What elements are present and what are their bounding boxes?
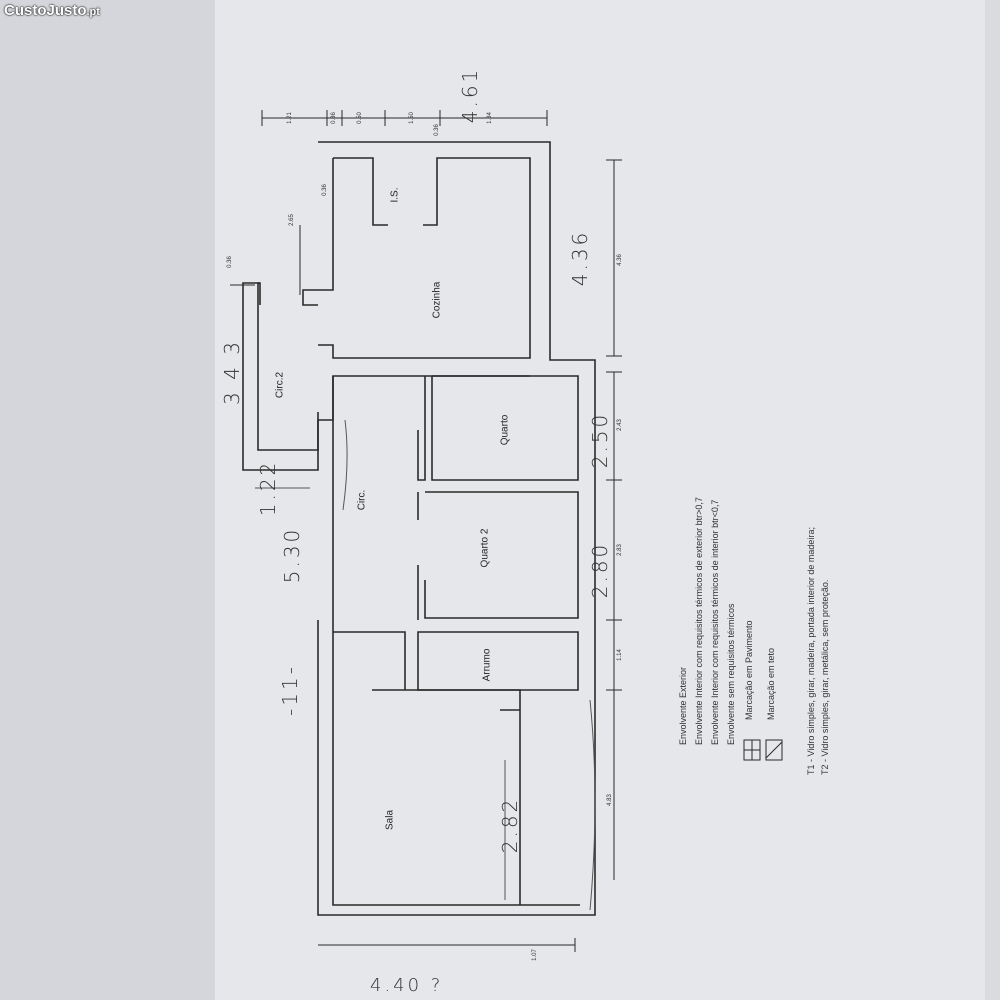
dim-right-4: 1.14 [617,649,623,661]
room-label-arrumo: Arrumo [481,648,493,682]
hand-step: 1.22 [256,459,280,517]
room-label-quarto: Quarto [499,414,511,446]
dimension-lines [230,110,622,952]
legend-item: Marcação em teto [766,647,776,720]
legend-item: Envolvente Exterior [678,666,688,745]
paper-sheet [215,0,985,1000]
sala-wall [372,689,521,905]
hand-bottom: 4.40 ? [370,975,444,996]
hand-sala: 2.82 [498,796,522,854]
dim-top-4: 1.50 [409,112,415,124]
legend-item: Envolvente Interior com requisitos térmi… [694,497,704,745]
hand-kitchen: 4.36 [568,229,592,287]
note-t2: T2 - Vidro simples, girar, metálica, sem… [820,579,830,775]
dim-kitchen-inner: 0.36 [322,184,328,196]
interior-rooms [332,375,580,906]
note-t1: T1 - Vidro simples, girar, madeira, port… [806,527,816,775]
hand-top: 4.61 [458,66,482,124]
dim-top-1: 1.21 [287,112,293,124]
legend-swatch-2 [765,739,783,761]
hand-quarto2: 2.80 [588,541,612,599]
room-label-sala: Sala [384,809,396,831]
legend-item: Envolvente Interior com requisitos térmi… [710,499,720,745]
room-label-is: I.S. [389,187,401,203]
room-label-circ2: Circ.2 [274,371,286,399]
room-label-circ: Circ. [356,489,368,511]
hand-left-mark: -11- [278,664,302,716]
circ2-wall [257,282,530,451]
background [0,0,215,1000]
room-label-cozinha: Cozinha [431,281,443,319]
dim-window: 2.65 [289,214,295,226]
dim-top-2: 0.36 [331,112,337,124]
kitchen-inner-wall [302,157,531,359]
dim-right-5: 4.83 [607,794,613,806]
watermark-logo: CustoJusto.pt [4,2,100,19]
dim-bottom: 1.07 [532,949,538,961]
dim-left-small: 0.36 [227,256,233,268]
hand-quarto: 2.50 [588,411,612,469]
handwritten-marks [255,419,596,911]
hand-left: 5.30 [280,526,304,584]
room-label-quarto2: Quarto 2 [479,528,491,568]
dim-top-6: 1.84 [487,112,493,124]
dim-right-3: 2.83 [617,544,623,556]
kitchen-outer-wall [242,141,596,916]
dim-top-5: 0.36 [434,124,440,136]
legend-swatch-1 [743,739,761,761]
dim-right-1: 4.36 [617,254,623,266]
dim-top-3: 0.50 [357,112,363,124]
dim-right-2: 2.43 [617,419,623,431]
legend-item: Marcação em Pavimento [744,620,754,720]
hand-circ2: 3 4 3 [220,339,244,405]
legend-item: Envolvente sem requisitos térmicos [726,603,736,745]
